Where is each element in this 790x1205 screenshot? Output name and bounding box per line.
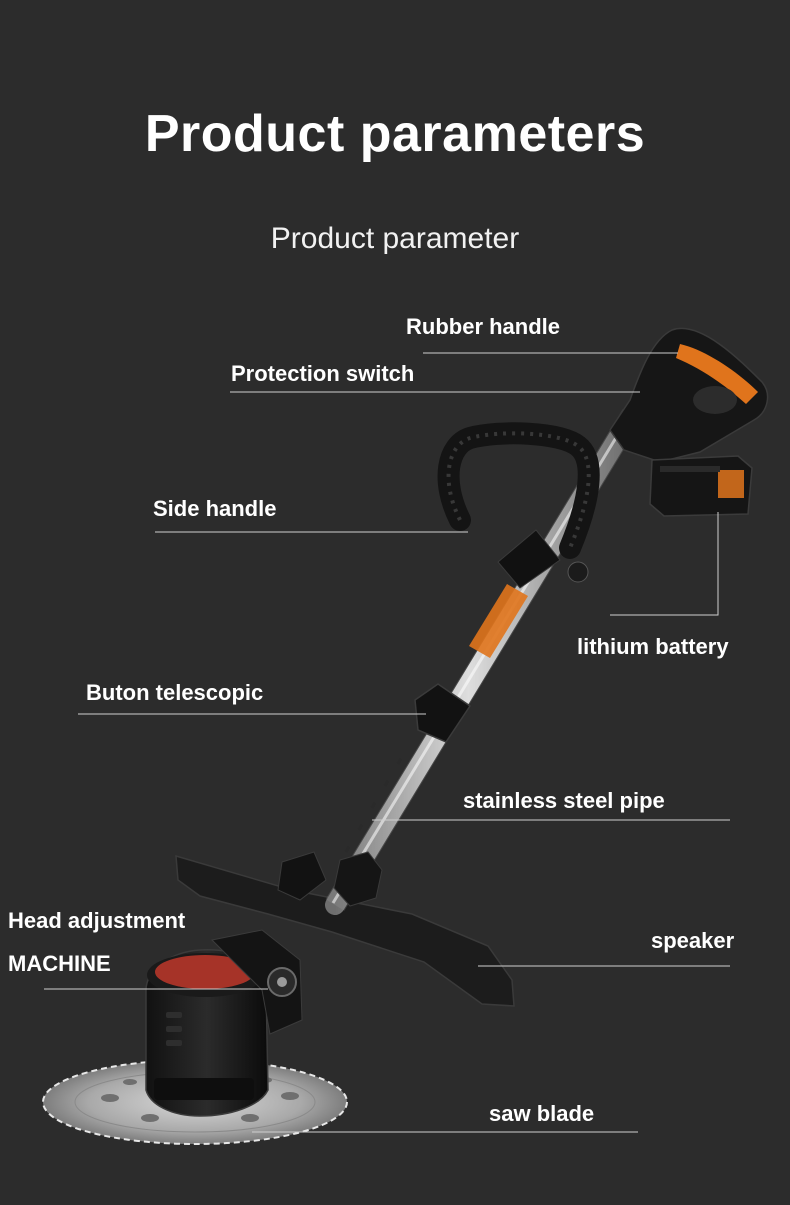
leader-lines (44, 352, 730, 1133)
label-head-adjustment: Head adjustment (8, 908, 186, 933)
label-speaker: speaker (651, 928, 735, 953)
label-lithium-battery: lithium battery (577, 634, 729, 659)
rubber-handle-graphic (609, 327, 769, 463)
label-saw-blade: saw blade (489, 1101, 595, 1126)
label-protection-switch: Protection switch (231, 361, 415, 386)
label-rubber-handle: Rubber handle (406, 314, 561, 339)
label-side-handle: Side handle (153, 496, 277, 521)
label-machine: MACHINE (8, 951, 111, 976)
motor-head (145, 929, 303, 1117)
telescopic-collar (414, 683, 472, 743)
blade-guard (175, 854, 515, 1007)
page-subtitle: Product parameter (270, 222, 520, 255)
battery-graphic (649, 455, 753, 517)
side-handle-graphic (437, 422, 600, 589)
page-title: Product parameters (144, 105, 646, 163)
label-buton-telescopic: Buton telescopic (86, 680, 264, 705)
guard-knob (277, 851, 383, 907)
label-stainless-steel-pipe: stainless steel pipe (463, 788, 665, 813)
